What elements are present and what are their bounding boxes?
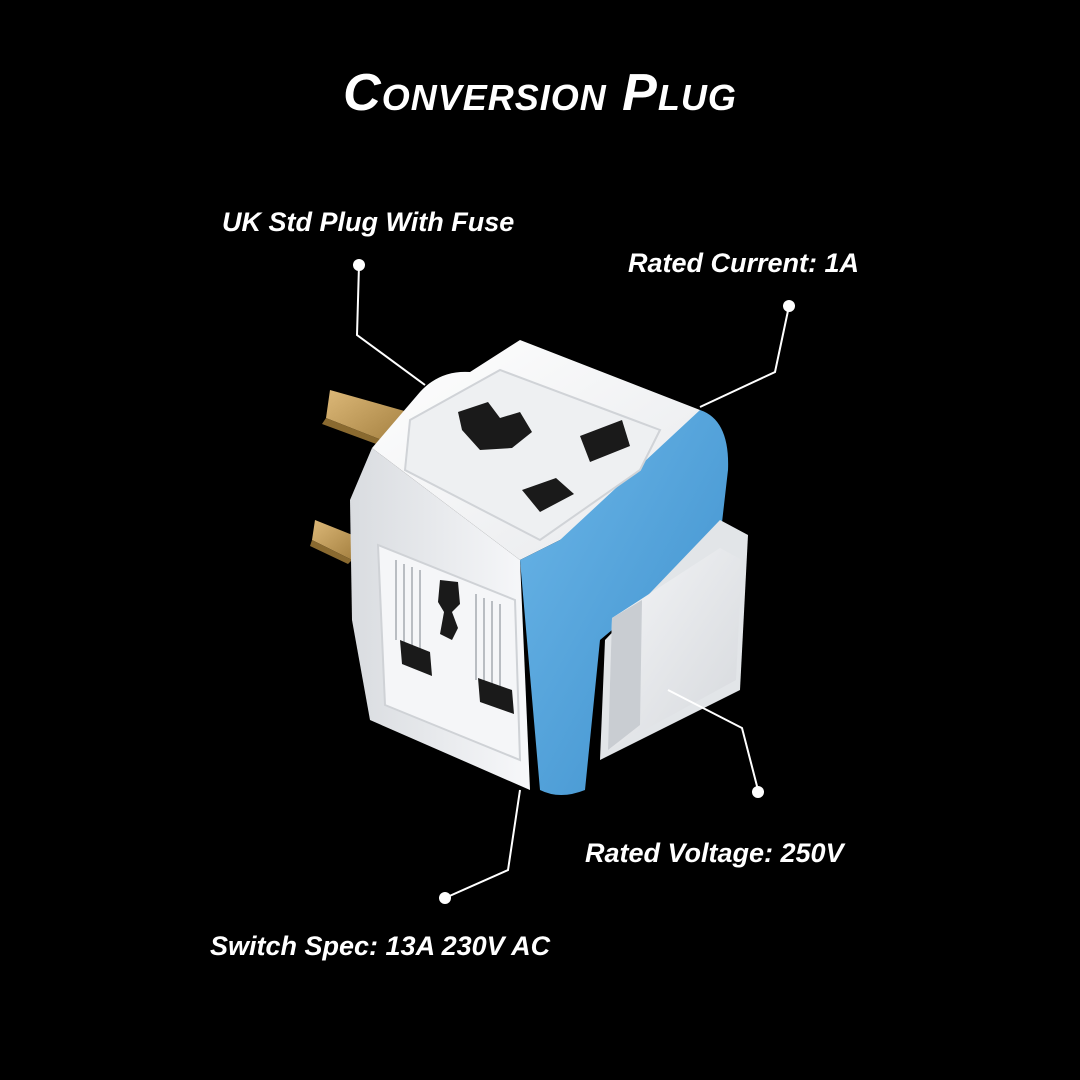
front-socket [376, 543, 522, 762]
callout-dots [353, 259, 795, 904]
top-socket [403, 368, 662, 542]
callout-dot-uk-plug [353, 259, 365, 271]
rated-voltage-label: Rated Voltage: 250V [585, 838, 844, 868]
callout-dot-rated-current [783, 300, 795, 312]
rated-current-label: Rated Current: 1A [628, 248, 860, 278]
callout-lines [355, 264, 790, 899]
page-title: Conversion Plug [343, 64, 737, 122]
callout-dot-switch-spec [439, 892, 451, 904]
switch-spec-label: Switch Spec: 13A 230V AC [210, 931, 551, 961]
uk-plug-label: UK Std Plug With Fuse [222, 207, 515, 237]
callout-dot-rated-voltage [752, 786, 764, 798]
